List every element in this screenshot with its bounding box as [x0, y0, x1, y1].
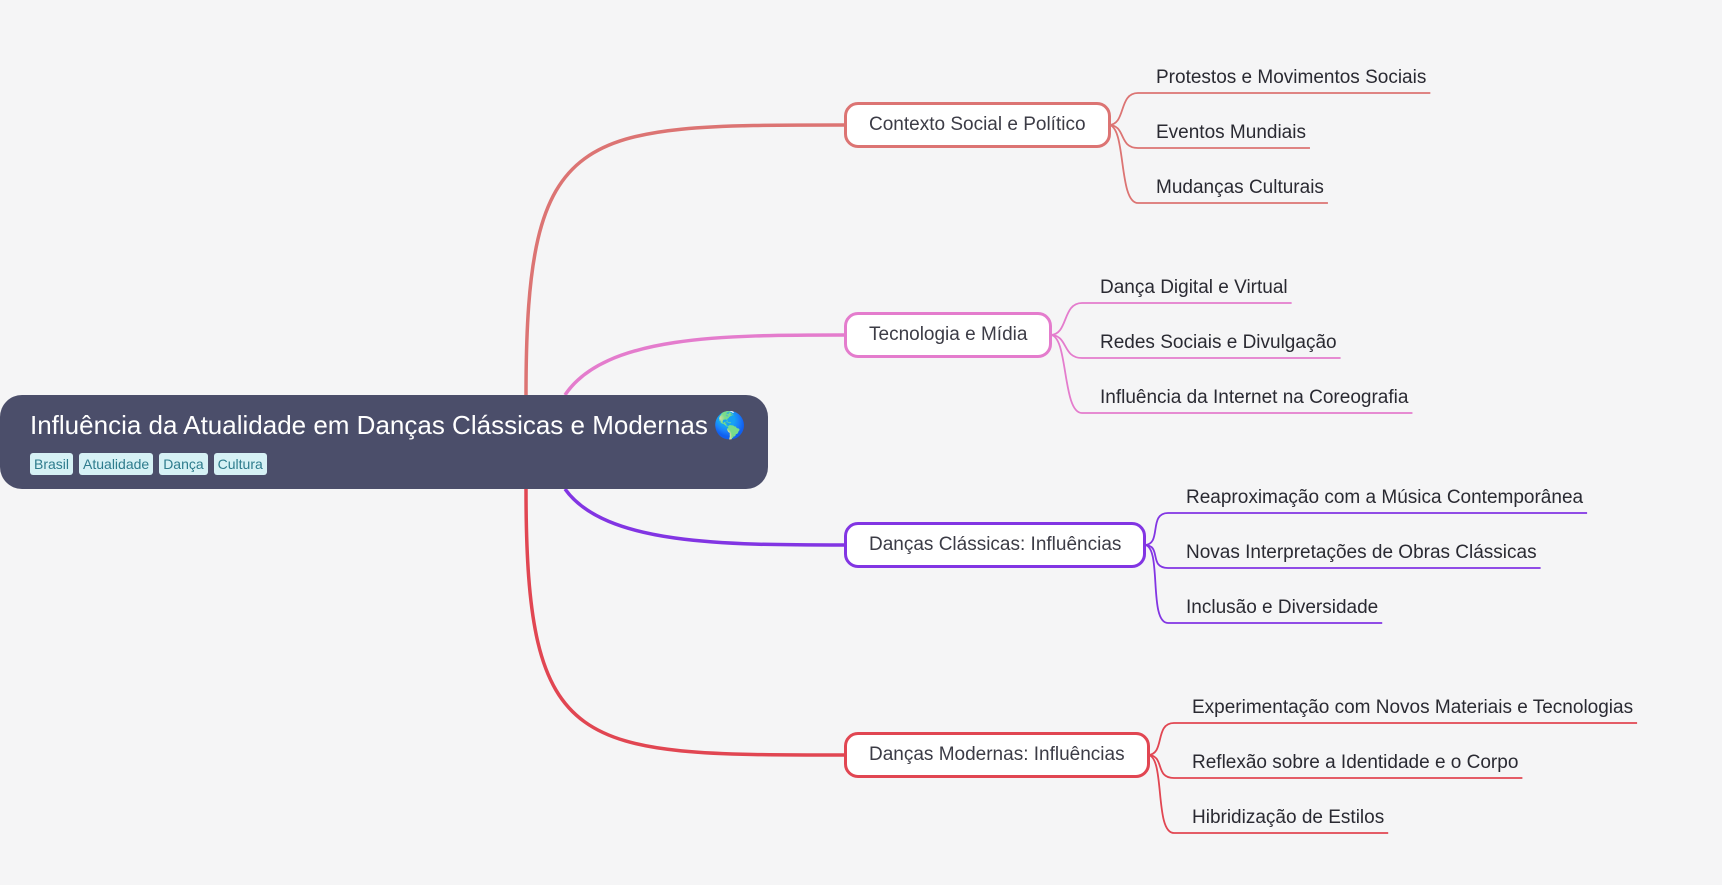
- branch-tecnologia-midia[interactable]: Tecnologia e Mídia: [844, 312, 1053, 358]
- leaf-reflexao-identidade-corpo[interactable]: Reflexão sobre a Identidade e o Corpo: [1192, 752, 1519, 773]
- leaf-protestos-movimentos-sociais[interactable]: Protestos e Movimentos Sociais: [1156, 67, 1427, 88]
- leaf-novas-interpretacoes-obras-classicas[interactable]: Novas Interpretações de Obras Clássicas: [1186, 542, 1537, 563]
- connector-root-to-branch-2: [563, 487, 845, 547]
- tag-list: Brasil Atualidade Dança Cultura: [30, 452, 768, 475]
- branch-dancas-modernas-influencias[interactable]: Danças Modernas: Influências: [844, 732, 1150, 778]
- connector-branch-1-leaf-0: [1050, 302, 1292, 336]
- connector-branch-1-leaf-2: [1050, 334, 1413, 414]
- leaf-redes-sociais-divulgacao[interactable]: Redes Sociais e Divulgação: [1100, 332, 1337, 353]
- connector-branch-0-leaf-2: [1108, 124, 1328, 204]
- tag-cultura[interactable]: Cultura: [213, 452, 267, 475]
- globe-emoji-icon: 🌎: [713, 410, 747, 440]
- root-title: Influência da Atualidade em Danças Cláss…: [30, 409, 768, 443]
- connector-branch-1-leaf-1: [1050, 334, 1341, 359]
- connector-root-to-branch-0: [524, 123, 845, 396]
- connector-branch-3-leaf-0: [1147, 722, 1638, 756]
- leaf-eventos-mundiais[interactable]: Eventos Mundiais: [1156, 122, 1306, 143]
- tag-brasil[interactable]: Brasil: [30, 452, 74, 475]
- connector-root-to-branch-3: [524, 488, 845, 757]
- leaf-hibridizacao-estilos[interactable]: Hibridização de Estilos: [1192, 807, 1385, 828]
- connector-branch-2-leaf-1: [1144, 544, 1541, 569]
- leaf-influencia-internet-coreografia[interactable]: Influência da Internet na Coreografia: [1100, 387, 1409, 408]
- leaf-reaproximacao-musica-contemporanea[interactable]: Reaproximação com a Música Contemporânea: [1186, 487, 1584, 508]
- connector-branch-0-leaf-1: [1108, 124, 1310, 149]
- leaf-inclusao-diversidade[interactable]: Inclusão e Diversidade: [1186, 597, 1379, 618]
- connector-branch-0-leaf-0: [1108, 92, 1431, 126]
- leaf-mudancas-culturais[interactable]: Mudanças Culturais: [1156, 177, 1324, 198]
- branch-contexto-social-politico[interactable]: Contexto Social e Político: [844, 102, 1111, 148]
- tag-atualidade[interactable]: Atualidade: [79, 452, 154, 475]
- branch-dancas-classicas-influencias[interactable]: Danças Clássicas: Influências: [844, 522, 1147, 568]
- connector-root-to-branch-1: [563, 333, 845, 396]
- root-title-text: Influência da Atualidade em Danças Cláss…: [30, 410, 708, 440]
- connector-branch-2-leaf-0: [1144, 512, 1588, 546]
- connector-branch-2-leaf-2: [1144, 544, 1383, 624]
- connector-branch-3-leaf-1: [1147, 754, 1523, 779]
- leaf-experimentacao-materiais-tecnologias[interactable]: Experimentação com Novos Materiais e Tec…: [1192, 697, 1634, 718]
- leaf-danca-digital-virtual[interactable]: Dança Digital e Virtual: [1100, 277, 1288, 298]
- connector-branch-3-leaf-2: [1147, 754, 1389, 834]
- tag-danca[interactable]: Dança: [159, 452, 208, 475]
- root-node[interactable]: Influência da Atualidade em Danças Cláss…: [0, 395, 768, 489]
